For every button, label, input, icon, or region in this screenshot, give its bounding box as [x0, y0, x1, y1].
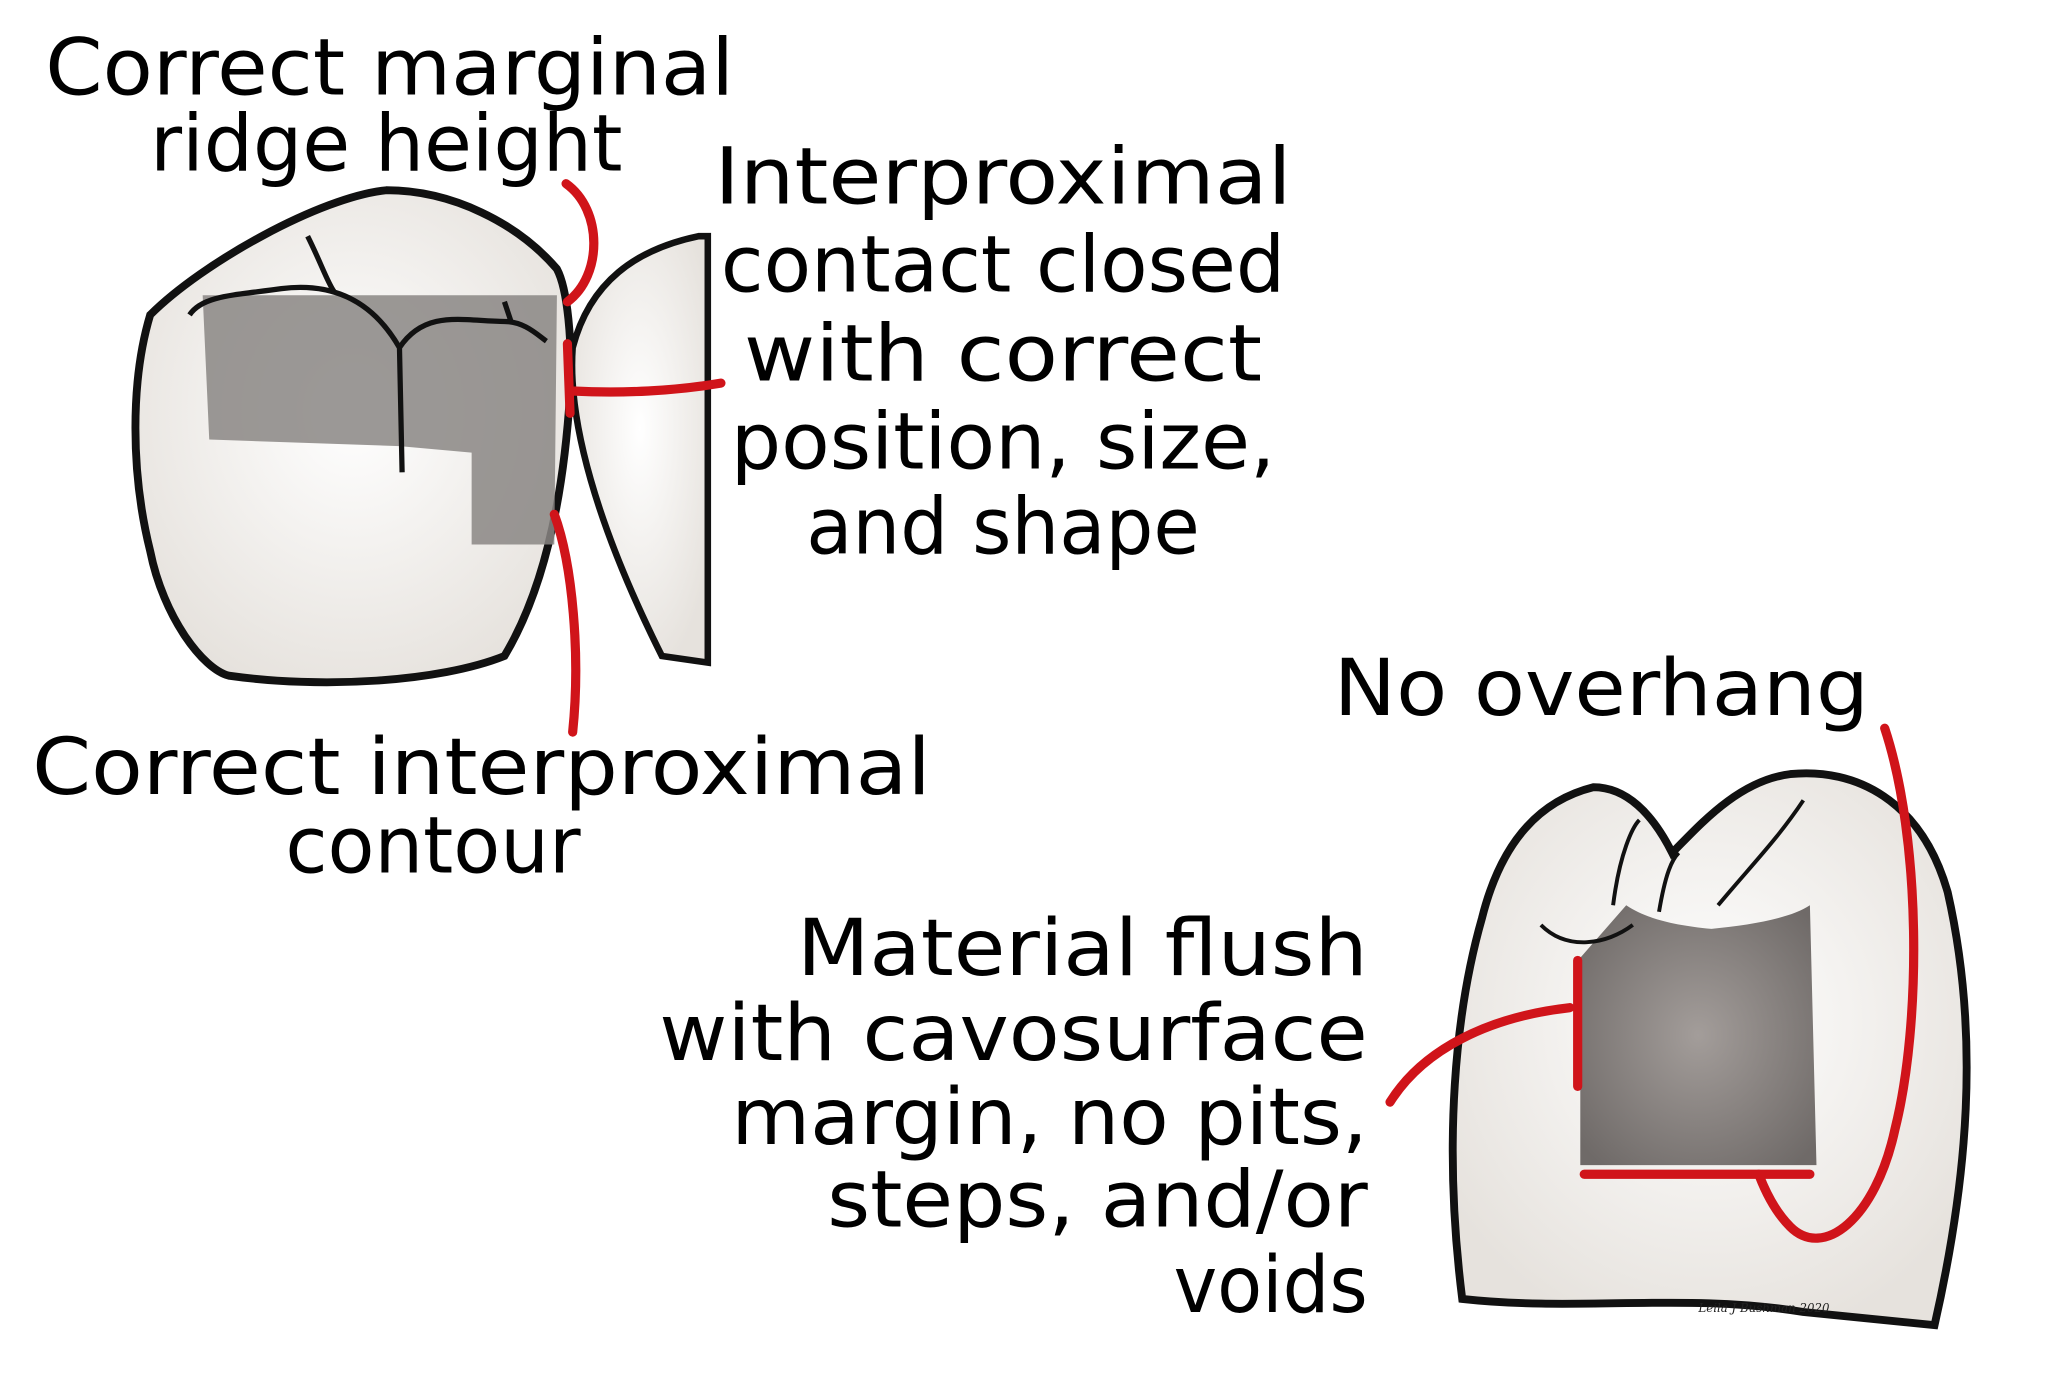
- lower-tooth-illustration: Leila J Bushman 2020: [1448, 769, 1971, 1330]
- label-line: position, size,: [731, 395, 1275, 487]
- label-line: and shape: [806, 481, 1200, 573]
- label-line: Correct interproximal: [32, 721, 931, 813]
- label-line: Material flush: [797, 902, 1368, 994]
- label-marginal-ridge: Correct marginal ridge height: [45, 21, 734, 189]
- label-line: Interproximal: [714, 130, 1291, 222]
- label-overhang: No overhang: [1334, 642, 1869, 734]
- pointer-contour: [549, 509, 581, 737]
- restoration: [202, 295, 557, 545]
- label-line: with correct: [744, 307, 1262, 399]
- pointer-marginal-ridge: [561, 179, 599, 307]
- pointer-overhang: [1754, 723, 1919, 1243]
- label-interproximal-contact: Interproximal contact closed with correc…: [714, 130, 1291, 572]
- pointer-material-flush: [1385, 955, 1815, 1179]
- label-interproximal-contour: Correct interproximal contour: [32, 721, 931, 892]
- pointer-contact: [562, 339, 726, 418]
- label-line: with cavosurface: [659, 987, 1367, 1079]
- label-line: ridge height: [150, 98, 622, 190]
- label-line: No overhang: [1334, 642, 1869, 734]
- label-line: steps, and/or: [827, 1154, 1368, 1246]
- label-line: voids: [1174, 1239, 1368, 1331]
- fissure: [1539, 799, 1805, 945]
- upper-tooth-illustration: [131, 186, 712, 687]
- label-line: contour: [285, 800, 581, 892]
- label-material-flush: Material flush with cavosurface margin, …: [659, 902, 1368, 1331]
- adjacent-tooth: [568, 232, 712, 667]
- fissure: [187, 234, 548, 473]
- label-line: margin, no pits,: [731, 1071, 1367, 1163]
- pointer-lines: [549, 179, 1919, 1243]
- label-line: Correct marginal: [45, 21, 734, 113]
- label-line: contact closed: [721, 218, 1285, 310]
- restoration: [1580, 905, 1817, 1166]
- signature: Leila J Bushman 2020: [1697, 1301, 1830, 1315]
